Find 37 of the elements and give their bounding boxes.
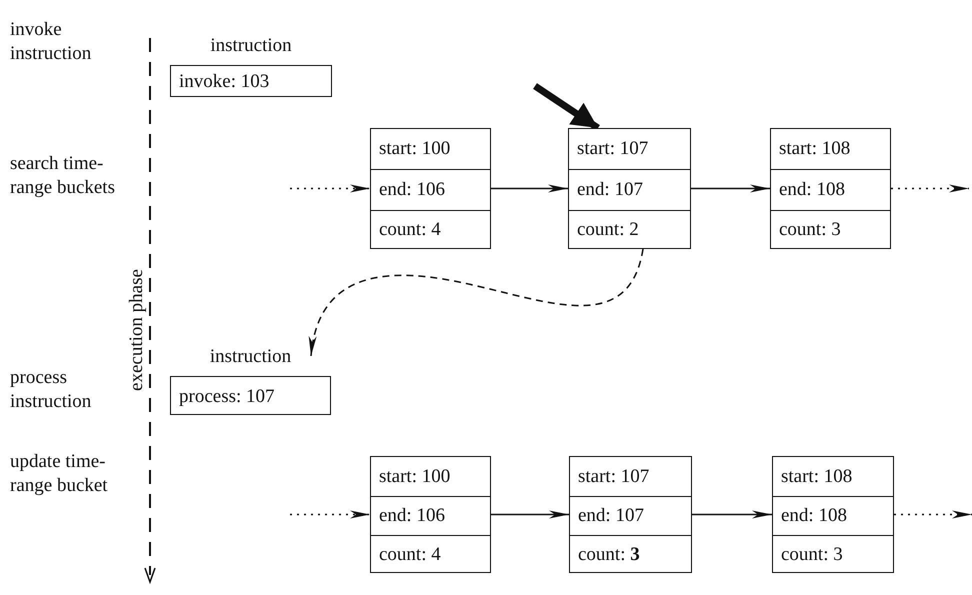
record-field: start: 107 [578,466,650,488]
arrow [491,184,568,192]
arrow [891,184,969,192]
arrow [692,510,772,518]
record-field: end: 106 [379,178,445,201]
record-field: start: 108 [781,466,852,488]
axis-label: execution phase [125,268,148,393]
record-field: count: 3 [779,219,841,242]
arrow [691,184,770,192]
arrow [533,83,600,131]
record-field: start: 108 [779,138,850,160]
record-field: end: 106 [379,505,445,527]
record-field: end: 107 [577,178,643,201]
box-heading: instruction [208,346,292,368]
arrow [310,248,644,356]
record-field: count: 3 [578,544,640,566]
arrow [290,510,370,518]
record-field: end: 108 [781,505,847,527]
arrow [491,510,569,518]
phase-label: invoke instruction [10,18,92,66]
arrow [290,184,370,192]
record-field: start: 100 [379,138,450,160]
phase-label: search time-range buckets [10,152,116,200]
phase-label: update time-range bucket [10,450,109,498]
record-field: count: 4 [379,219,441,242]
record-field: start: 100 [379,466,450,488]
phase-label: process instruction [10,366,92,414]
record-field: count: 2 [577,219,639,242]
record-field: end: 108 [779,178,845,201]
record-field: process: 107 [179,386,275,408]
record-field: end: 107 [578,505,644,527]
record-field: count: 3 [781,544,843,566]
record-field: start: 107 [577,138,648,160]
arrow [894,510,972,518]
box-heading: instruction [209,35,293,57]
record-field: count: 4 [379,544,441,566]
record-field: invoke: 103 [179,71,270,93]
